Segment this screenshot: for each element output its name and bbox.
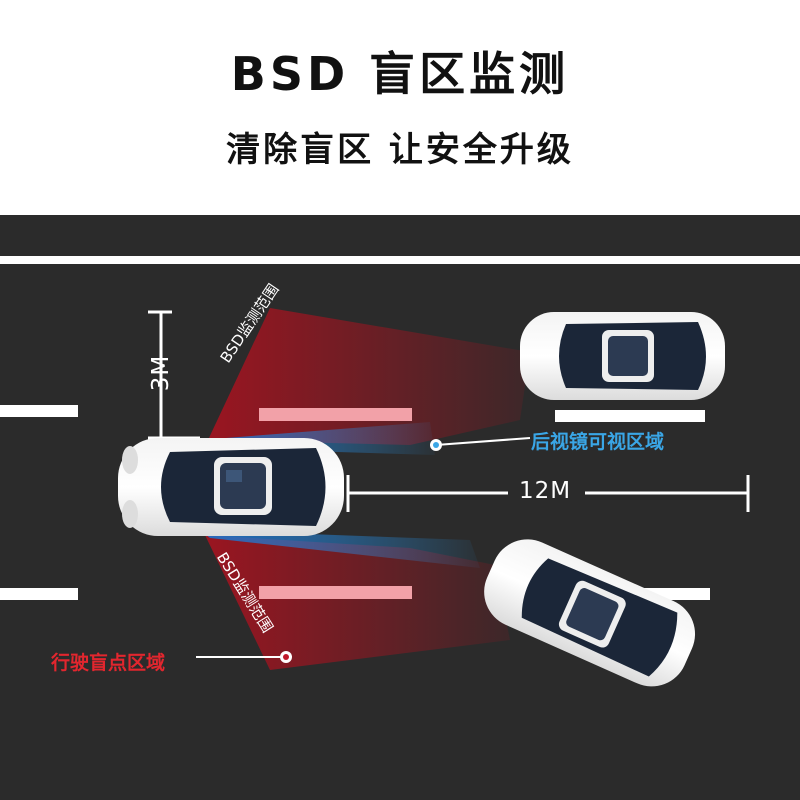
page-title: BSD 盲区监测 (230, 47, 570, 101)
distance-width-label: 3M (148, 354, 175, 392)
host-car (118, 438, 344, 536)
blind-marker-top (259, 408, 412, 421)
lane-dash-right-top (555, 410, 705, 422)
rearview-zone-bottom (200, 530, 480, 568)
lane-dash-left-bottom (0, 588, 78, 600)
blind-marker-bottom (259, 586, 412, 599)
car-top-right (520, 312, 725, 400)
header: BSD 盲区监测 清除盲区 让安全升级 (0, 0, 800, 215)
car-bottom-right (484, 539, 696, 687)
bsd-zone-bottom (205, 535, 510, 670)
rearview-zone-label: 后视镜可视区域 (531, 431, 665, 453)
blind-spot-zone-label: 行驶盲点区域 (51, 652, 166, 674)
page-subtitle: 清除盲区 让安全升级 (226, 130, 574, 170)
distance-length-label: 12M (519, 478, 572, 504)
lane-dash-left-top (0, 405, 78, 417)
lane-line-top (0, 256, 800, 264)
bsd-diagram (0, 256, 800, 687)
